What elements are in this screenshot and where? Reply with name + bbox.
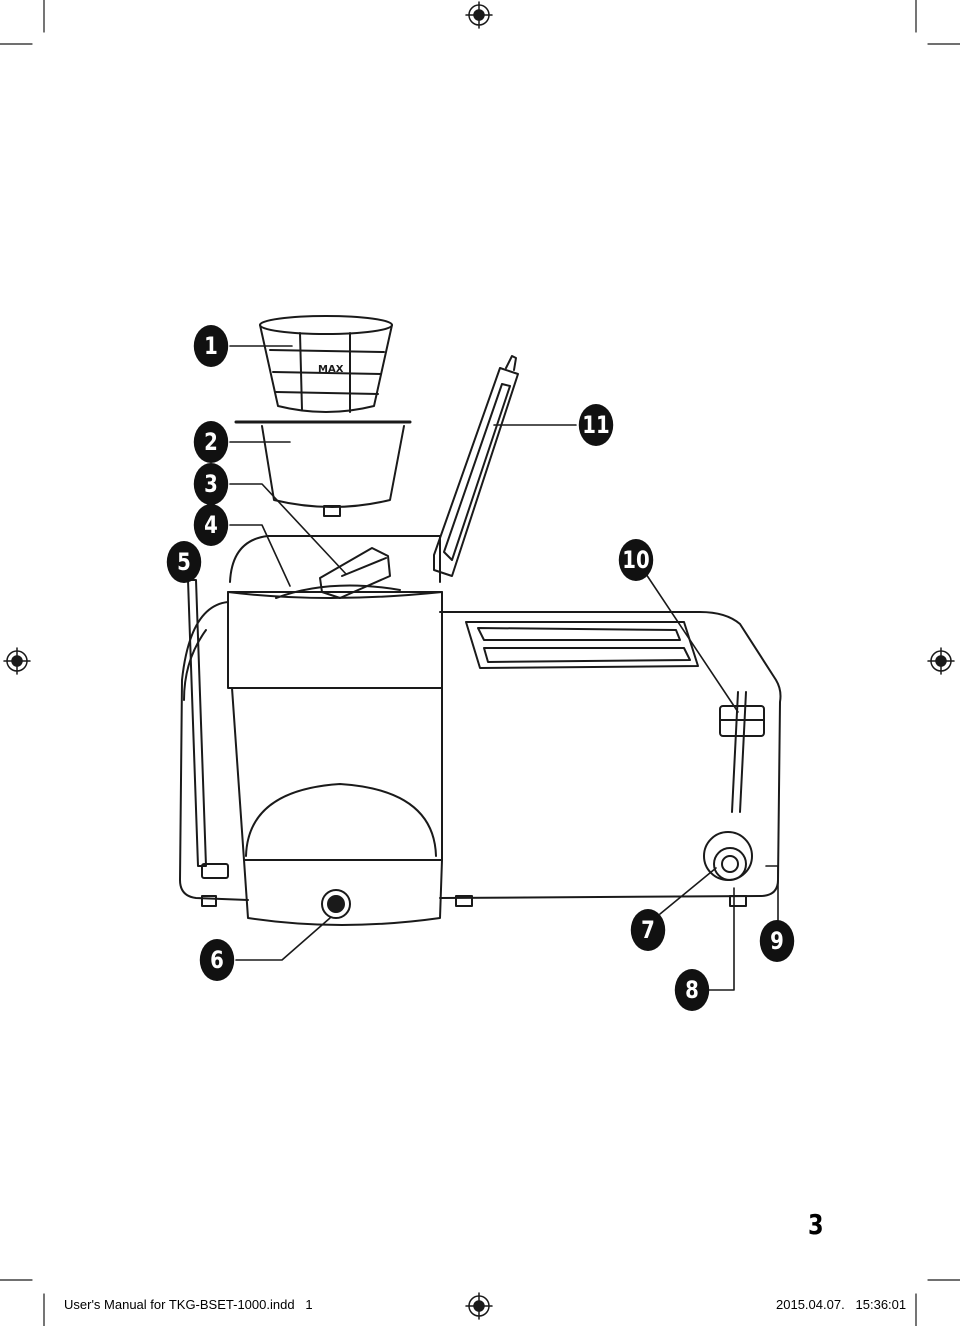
water-tank-top xyxy=(229,535,441,599)
callout-7: 7 xyxy=(630,909,666,951)
water-tank-lid xyxy=(433,355,519,577)
callout-8: 8 xyxy=(674,969,710,1011)
callout-9: 9 xyxy=(759,920,795,962)
callout-4: 4 xyxy=(193,504,229,546)
filter-holder xyxy=(234,420,412,517)
callout-10: 10 xyxy=(618,539,654,581)
callout-6: 6 xyxy=(199,939,235,981)
registration-mark-top xyxy=(465,1,493,29)
registration-mark-bottom xyxy=(465,1292,493,1320)
permanent-filter: MAX xyxy=(259,315,393,413)
footer-file-name: User's Manual for TKG-BSET-1000.indd 1 xyxy=(64,1297,313,1312)
callout-3: 3 xyxy=(193,463,229,505)
browning-knob xyxy=(703,831,753,881)
page-number: 3 xyxy=(808,1208,824,1241)
callout-5: 5 xyxy=(166,541,202,583)
toaster-body xyxy=(179,601,782,907)
coffee-maker-body xyxy=(227,591,443,926)
registration-mark-left xyxy=(3,647,31,675)
registration-mark-right xyxy=(927,647,955,675)
water-level-window xyxy=(187,579,207,867)
svg-text:MAX: MAX xyxy=(318,364,344,375)
toast-lever xyxy=(719,691,765,813)
callout-11: 11 xyxy=(578,404,614,446)
footer-timestamp: 2015.04.07. 15:36:01 xyxy=(776,1297,907,1312)
callout-2: 2 xyxy=(193,421,229,463)
callout-1: 1 xyxy=(193,325,229,367)
leader-lines xyxy=(183,345,779,991)
toaster-slots xyxy=(465,621,699,669)
